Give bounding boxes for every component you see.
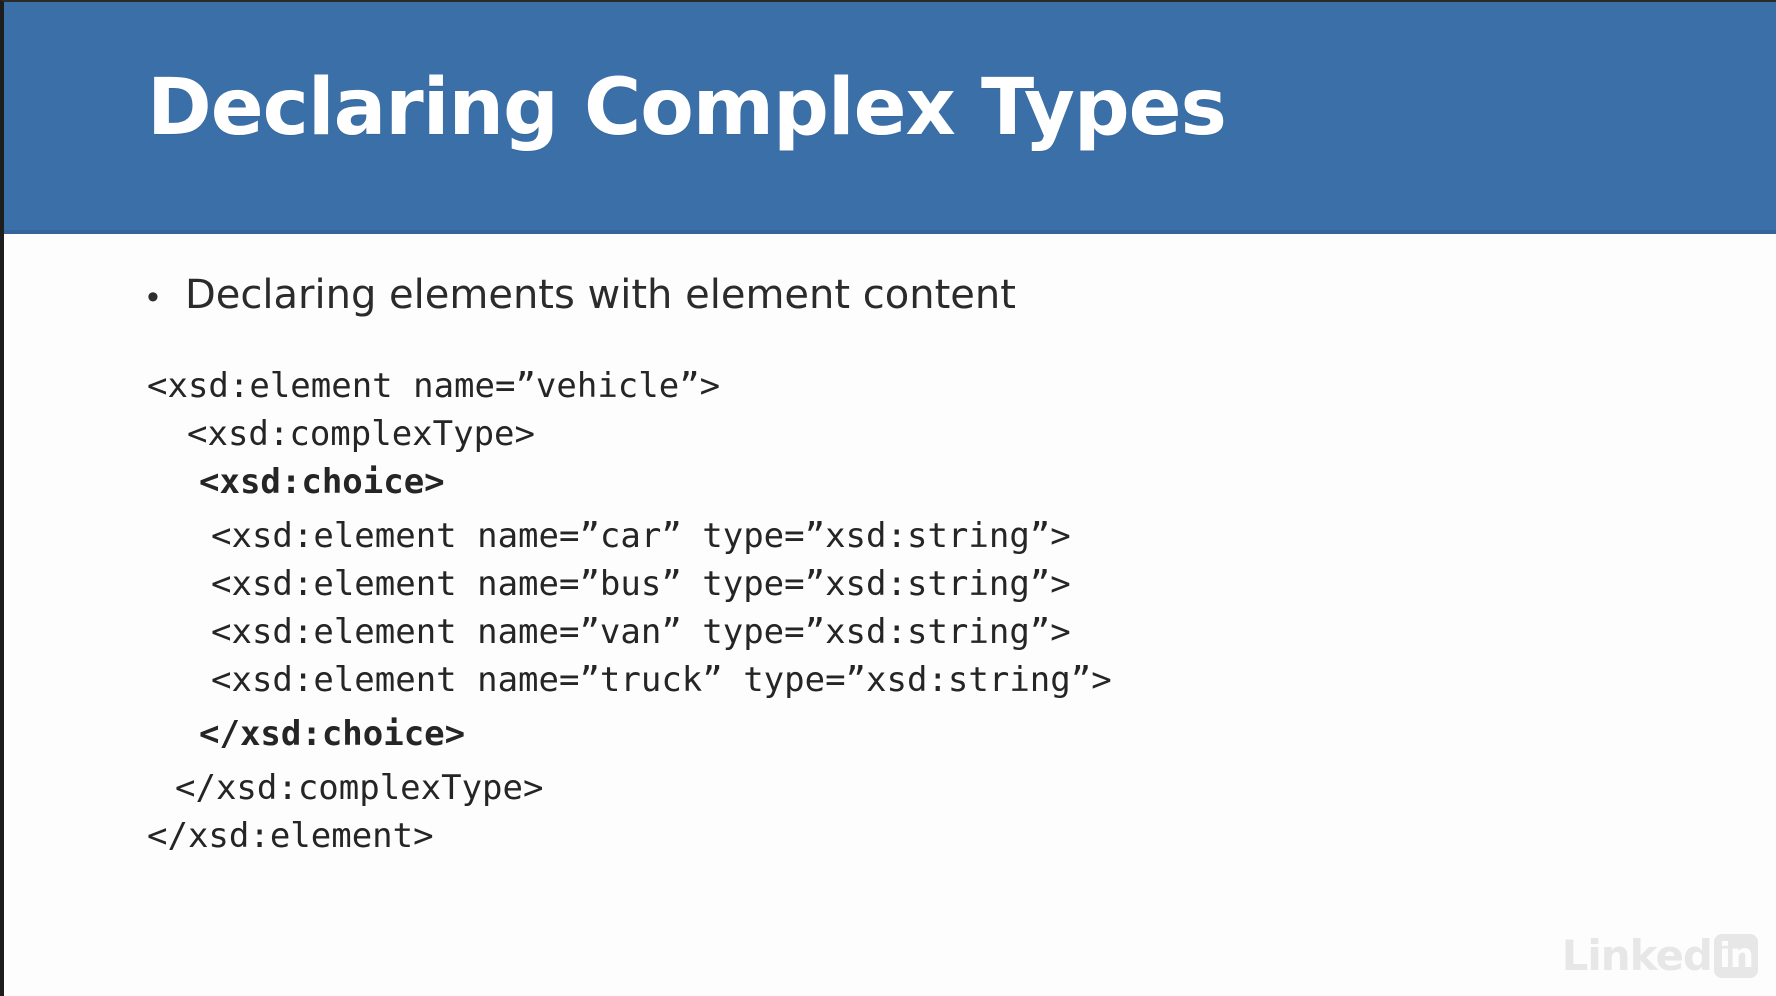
code-line: <xsd:element name=”vehicle”> — [147, 366, 721, 406]
bullet-item-label: Declaring elements with element content — [185, 272, 1016, 318]
slide-header-band: Declaring Complex Types — [4, 2, 1776, 234]
code-line: </xsd:choice> — [199, 714, 466, 754]
linkedin-in-badge-icon: in — [1714, 934, 1758, 978]
code-line: </xsd:complexType> — [175, 768, 544, 808]
bullet-marker-icon: • — [147, 278, 159, 316]
code-line: </xsd:element> — [147, 816, 434, 856]
code-line: <xsd:element name=”van” type=”xsd:string… — [211, 612, 1071, 652]
code-line: <xsd:element name=”car” type=”xsd:string… — [211, 516, 1071, 556]
code-line: <xsd:element name=”truck” type=”xsd:stri… — [211, 660, 1112, 700]
code-line: <xsd:element name=”bus” type=”xsd:string… — [211, 564, 1071, 604]
header-band-shade — [4, 230, 1776, 234]
linkedin-wordmark-text: Linked — [1561, 931, 1713, 980]
code-line: <xsd:complexType> — [187, 414, 535, 454]
slide-body: • Declaring elements with element conten… — [4, 234, 1776, 996]
bullet-list-item: • Declaring elements with element conten… — [147, 272, 1016, 318]
linkedin-watermark: Linked in — [1562, 934, 1758, 978]
code-block: <xsd:element name=”vehicle”> <xsd:complex… — [147, 362, 1112, 860]
slide-title: Declaring Complex Types — [147, 63, 1227, 153]
code-line: <xsd:choice> — [199, 462, 445, 502]
